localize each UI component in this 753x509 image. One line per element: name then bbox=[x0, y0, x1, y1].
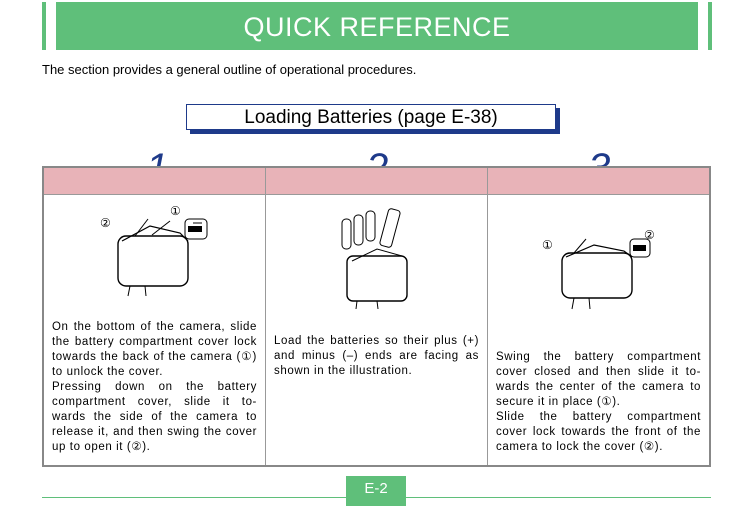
camera-open-cover-illustration: ② ① bbox=[100, 204, 207, 297]
step-cell-2: Load the batteries so their plus (+) and… bbox=[265, 194, 488, 467]
step-text-1: On the bottom of the camera, slide the b… bbox=[52, 321, 257, 453]
camera-close-cover-illustration: ① ② bbox=[542, 228, 655, 310]
step-cell-1: ② ① On the bottom of the camera, slide t… bbox=[42, 194, 266, 467]
step-text-2: Load the batteries so their plus (+) and… bbox=[274, 335, 479, 377]
steps-table: ② ① On the bottom of the camera, slide t… bbox=[42, 166, 711, 467]
header-frame: QUICK REFERENCE bbox=[42, 2, 712, 50]
step-text-3: Swing the battery compartment cover clos… bbox=[496, 351, 701, 453]
page-title: QUICK REFERENCE bbox=[56, 2, 698, 50]
label-1: ① bbox=[170, 204, 181, 218]
step-header-cell-2 bbox=[265, 166, 488, 195]
step-cell-3: ① ② Swing the battery compartment cover … bbox=[487, 194, 711, 467]
intro-text: The section provides a general outline o… bbox=[42, 62, 417, 77]
label-1: ① bbox=[542, 238, 553, 252]
step-header-cell-3 bbox=[487, 166, 711, 195]
step-header-cell-1 bbox=[42, 166, 266, 195]
label-2: ② bbox=[100, 216, 111, 230]
label-2: ② bbox=[644, 228, 655, 242]
section-title: Loading Batteries (page E-38) bbox=[186, 104, 556, 130]
steps-body-row: ② ① On the bottom of the camera, slide t… bbox=[42, 194, 711, 467]
battery-loading-illustration bbox=[341, 208, 408, 310]
page-number: E-2 bbox=[346, 476, 406, 506]
steps-header-row bbox=[42, 166, 711, 195]
